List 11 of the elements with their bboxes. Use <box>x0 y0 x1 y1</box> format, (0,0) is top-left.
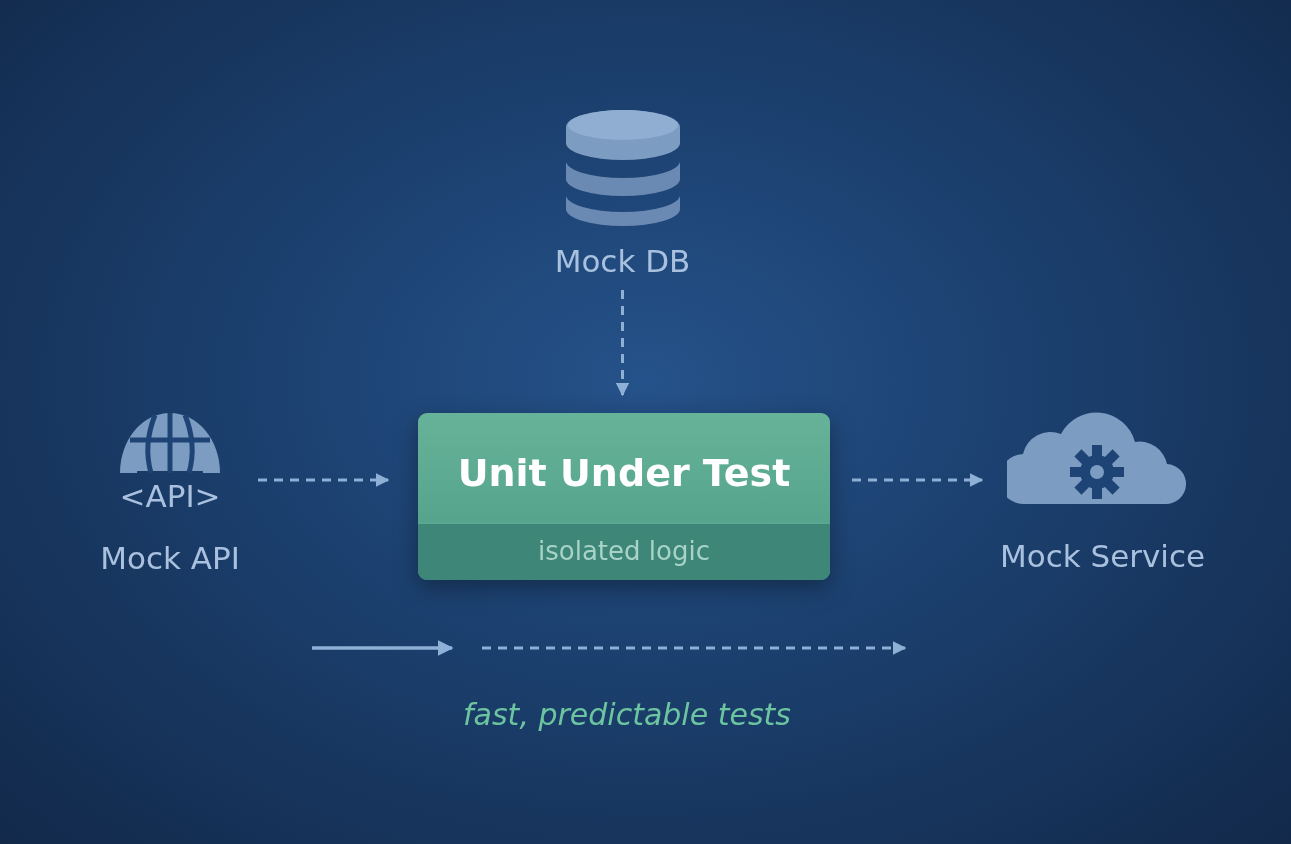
api-text: <API> <box>118 478 222 514</box>
process-box <box>418 413 830 580</box>
node-label: Mock API <box>99 540 241 576</box>
arrow <box>258 473 390 487</box>
node-label: Mock DB <box>553 243 692 279</box>
caption: fast, predictable tests <box>462 697 792 732</box>
box-subtitle: isolated logic <box>537 536 711 566</box>
node-label: Mock Service <box>998 538 1207 574</box>
arrow <box>852 473 984 487</box>
arrow <box>615 290 630 397</box>
box-title: Unit Under Test <box>456 451 792 495</box>
